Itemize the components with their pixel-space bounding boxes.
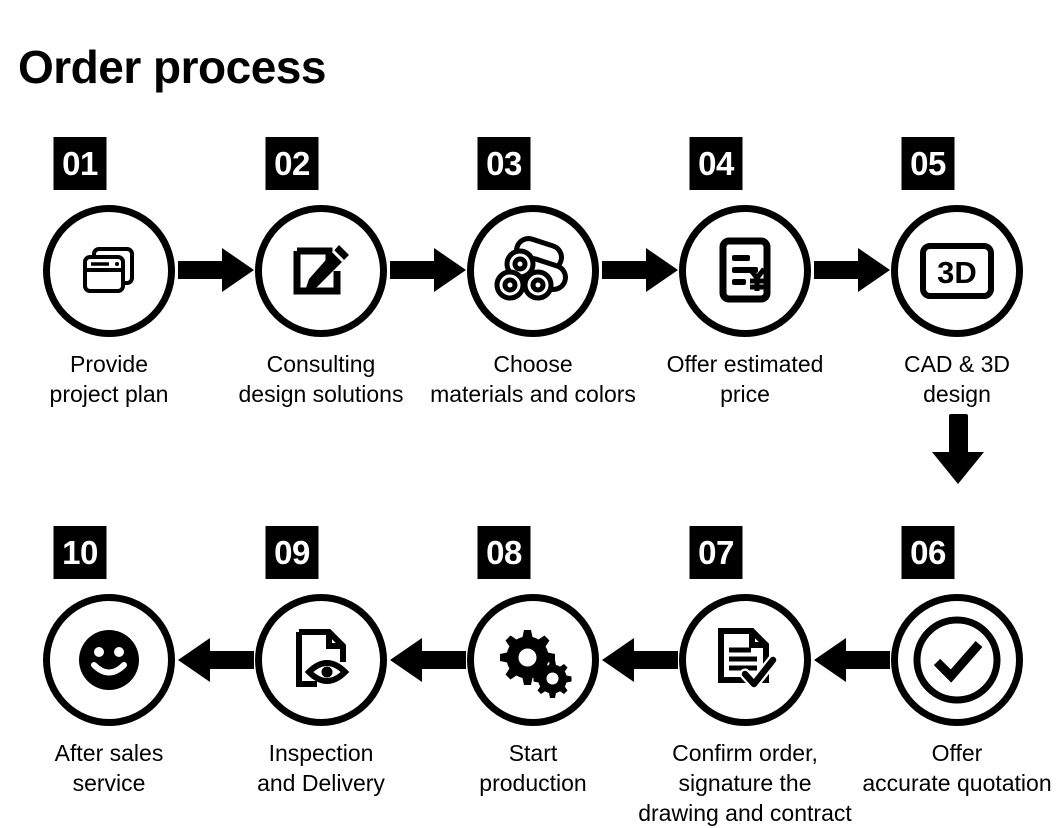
arrow-head	[646, 248, 678, 292]
arrow-shaft	[418, 651, 466, 669]
arrow-head	[858, 248, 890, 292]
arrow-03-to-04	[602, 242, 678, 298]
step-icon-circle	[255, 205, 387, 337]
stacked-windows-icon	[72, 234, 146, 308]
arrow-head	[602, 638, 634, 682]
step-label: CAD & 3D design	[903, 351, 1011, 407]
step-icon-circle: 3D	[891, 205, 1023, 337]
arrow-shaft	[602, 261, 650, 279]
arrow-06-to-07	[814, 632, 890, 688]
arrow-shaft	[206, 651, 254, 669]
step-number-badge: 03	[477, 137, 531, 190]
arrow-shaft	[178, 261, 226, 279]
step-icon-circle	[679, 594, 811, 726]
three-d-frame-icon: 3D	[917, 240, 997, 302]
material-tubes-icon	[494, 236, 572, 306]
step-label: Offer accurate quotation	[862, 740, 1052, 796]
arrow-shaft	[842, 651, 890, 669]
arrow-head	[932, 452, 984, 484]
step-number-badge: 04	[689, 137, 743, 190]
step-number-badge: 05	[901, 137, 955, 190]
smiley-face-icon	[72, 623, 146, 697]
step-number-badge: 02	[265, 137, 319, 190]
step-icon-circle	[467, 594, 599, 726]
arrow-01-to-02	[178, 242, 254, 298]
arrow-head	[390, 638, 422, 682]
arrow-09-to-10	[178, 632, 254, 688]
check-circle-icon	[909, 612, 1005, 708]
arrow-head	[814, 638, 846, 682]
step-label: Start production	[479, 740, 587, 796]
step-label: Confirm order, signature the drawing and…	[638, 740, 852, 826]
arrow-head	[178, 638, 210, 682]
svg-text:3D: 3D	[937, 255, 977, 290]
step-label: Choose materials and colors	[430, 351, 636, 407]
arrow-02-to-03	[390, 242, 466, 298]
arrow-08-to-09	[390, 632, 466, 688]
step-label: Provide project plan	[49, 351, 169, 407]
step-icon-circle	[43, 594, 175, 726]
pencil-edit-square-icon	[283, 233, 359, 309]
arrow-head	[434, 248, 466, 292]
page-title: Order process	[18, 41, 326, 93]
arrow-shaft	[949, 414, 968, 456]
document-check-icon	[707, 622, 783, 698]
step-label: Offer estimated price	[666, 351, 824, 407]
step-label: After sales service	[54, 740, 164, 796]
step-number-badge: 07	[689, 526, 743, 579]
step-icon-circle	[467, 205, 599, 337]
arrow-07-to-08	[602, 632, 678, 688]
arrow-04-to-05	[814, 242, 890, 298]
step-number-badge: 08	[477, 526, 531, 579]
step-label: Inspection and Delivery	[257, 740, 385, 796]
step-number-badge: 09	[265, 526, 319, 579]
arrow-shaft	[390, 261, 438, 279]
step-number-badge: 01	[53, 137, 107, 190]
invoice-yen-icon	[710, 233, 780, 309]
document-eye-icon	[283, 622, 359, 698]
step-number-badge: 06	[901, 526, 955, 579]
arrow-head	[222, 248, 254, 292]
step-label: Consulting design solutions	[238, 351, 404, 407]
gears-icon	[493, 622, 573, 698]
step-icon-circle	[679, 205, 811, 337]
step-icon-circle	[255, 594, 387, 726]
arrow-05-to-06	[930, 414, 986, 484]
step-icon-circle	[891, 594, 1023, 726]
step-icon-circle	[43, 205, 175, 337]
arrow-shaft	[814, 261, 862, 279]
arrow-shaft	[630, 651, 678, 669]
step-number-badge: 10	[53, 526, 107, 579]
